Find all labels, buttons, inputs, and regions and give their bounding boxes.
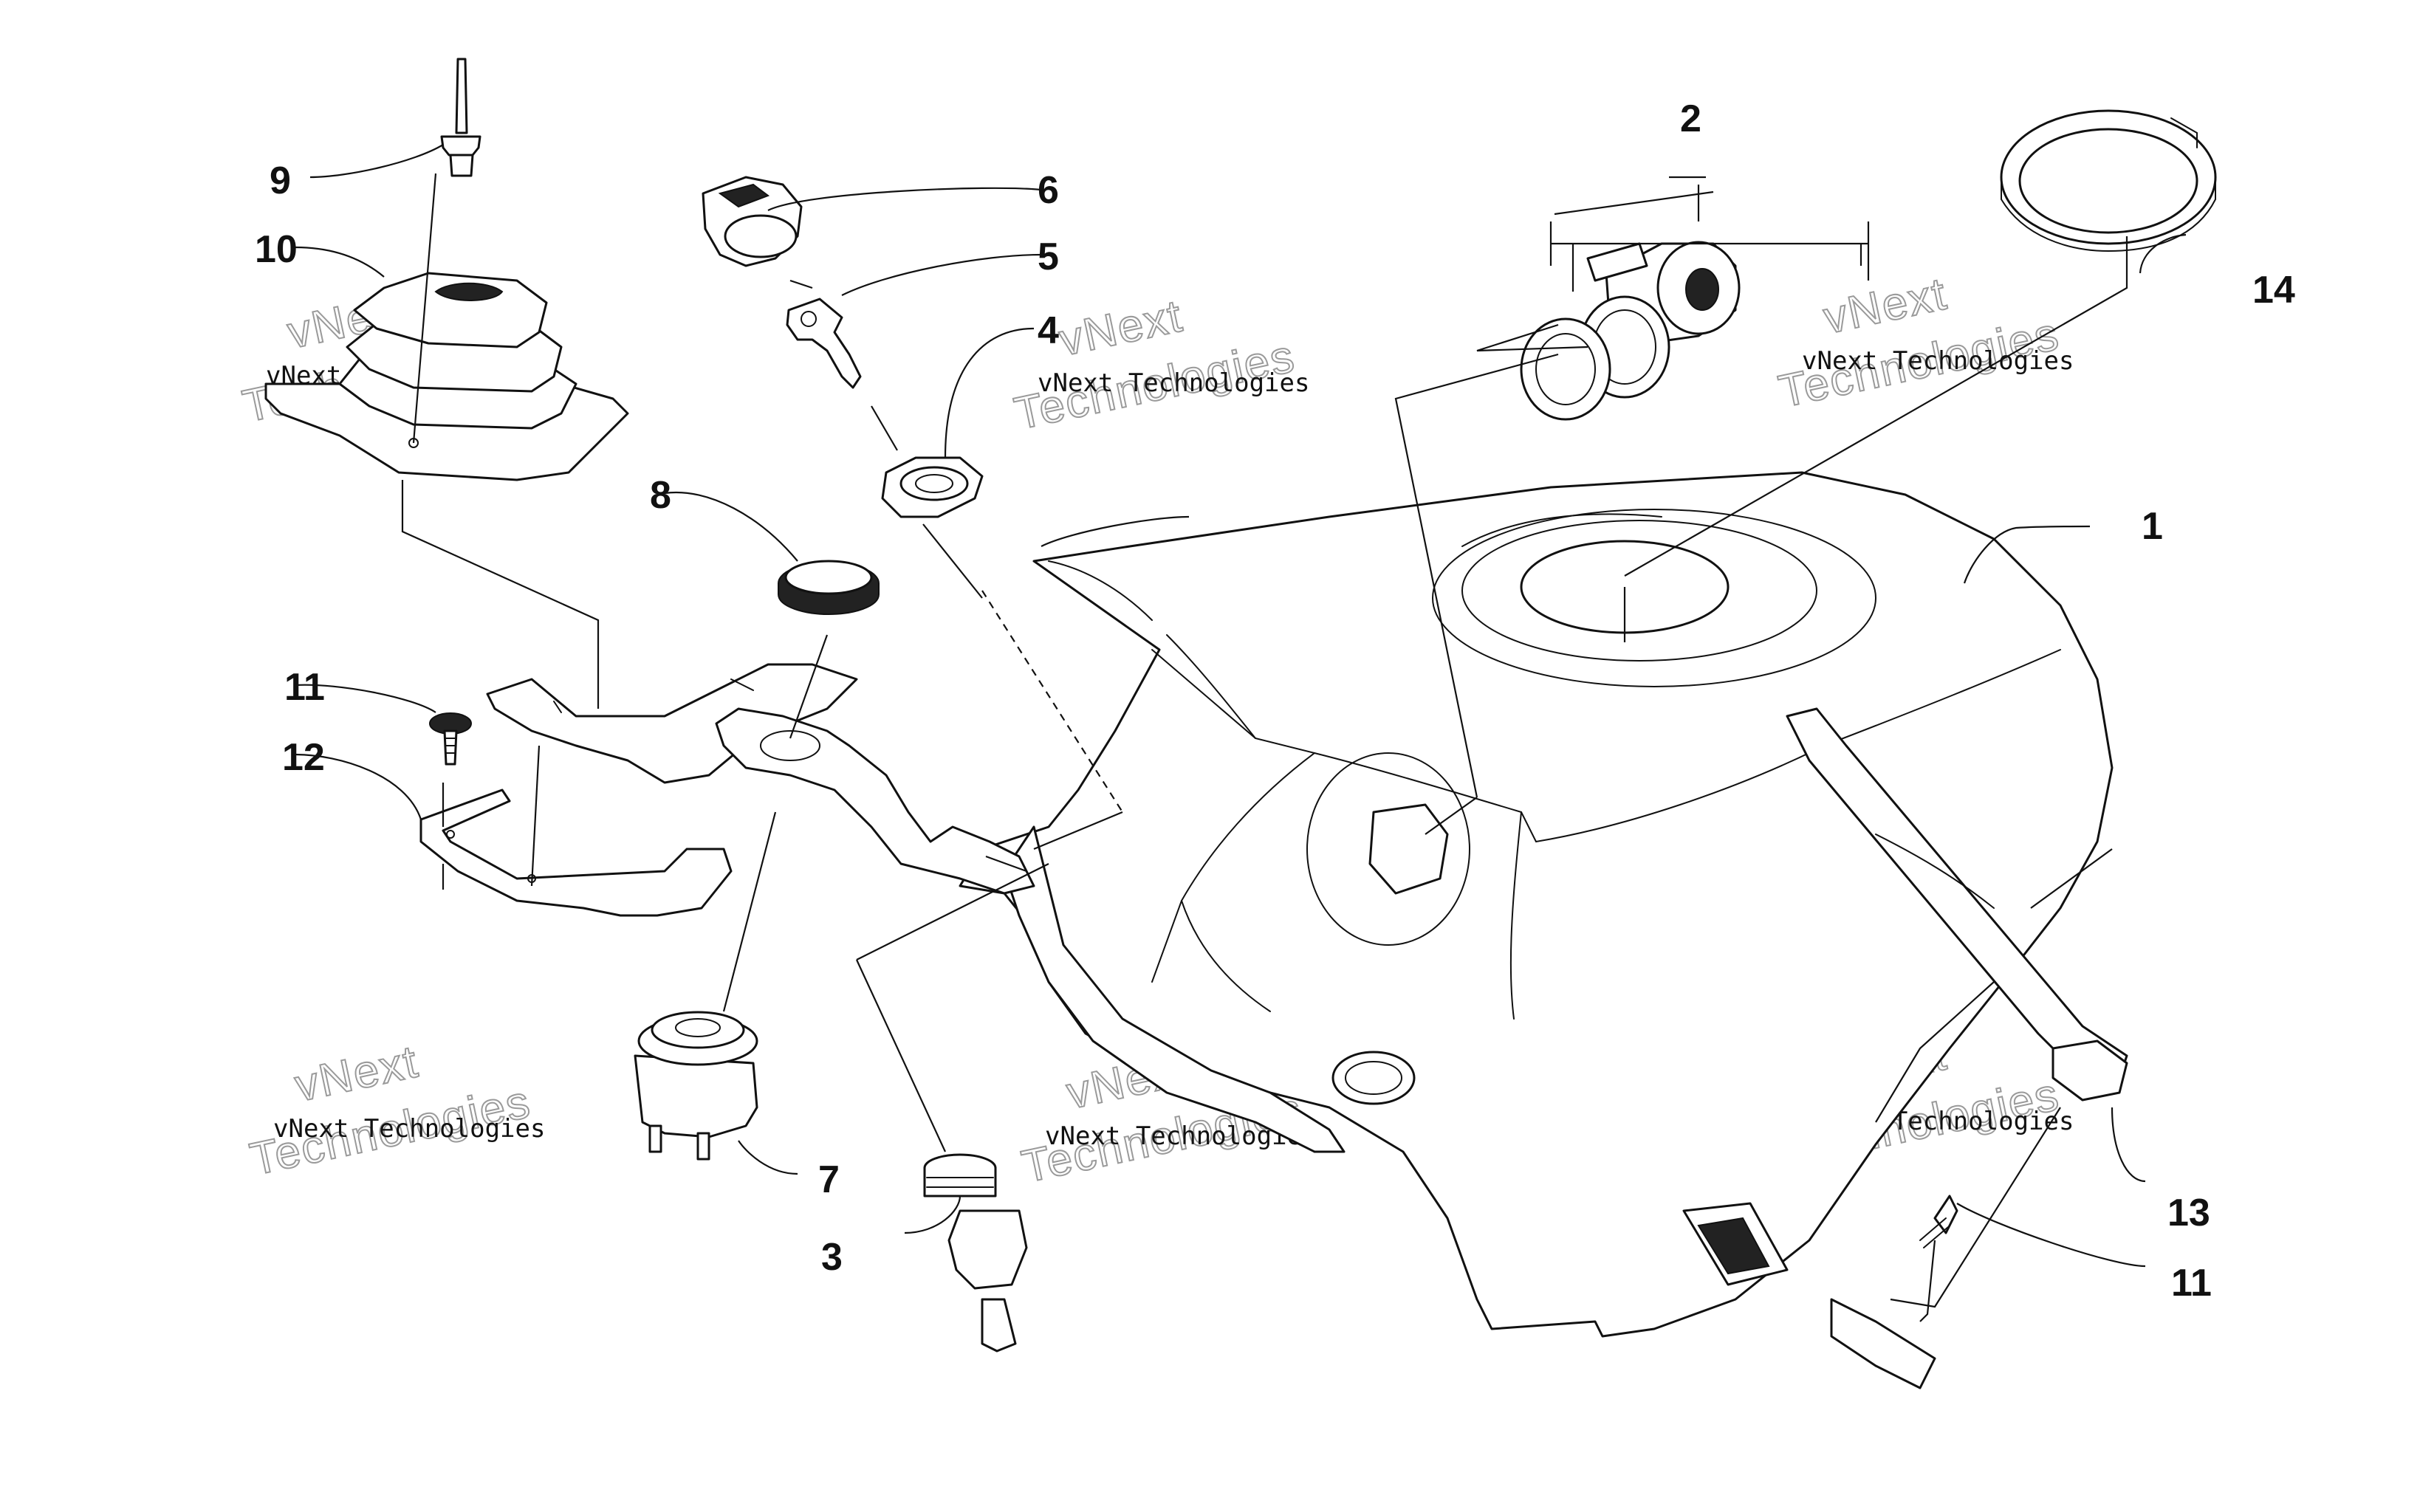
lock-nut [881, 456, 984, 518]
svg-text:vNext Technologies: vNext Technologies [1038, 368, 1309, 398]
callout-5: 5 [1038, 236, 1059, 278]
callout-7: 7 [818, 1158, 840, 1201]
callout-12: 12 [282, 736, 325, 779]
watermark-bottom-left: Technologies vNext vNext Technologies [245, 1035, 546, 1186]
filler-ring [2000, 109, 2217, 252]
callout-9: 9 [270, 159, 291, 202]
callout-8: 8 [650, 474, 671, 517]
callout-11-left: 11 [284, 666, 325, 709]
bracket-plate [419, 788, 733, 917]
callout-labels: 1 2 3 4 5 6 7 8 9 10 11 11 12 13 14 [255, 97, 2295, 1305]
fuel-tank-cover [959, 471, 2128, 1389]
socket-ring [1520, 317, 1611, 421]
callout-1: 1 [2142, 505, 2163, 548]
power-socket-assembly [1579, 241, 1741, 399]
callout-2: 2 [1680, 97, 1701, 140]
leader-lines [295, 144, 2187, 1322]
ignition-bracket [715, 707, 1035, 895]
cap-ring [778, 560, 880, 616]
callout-14: 14 [2252, 269, 2295, 312]
callout-11-right: 11 [2171, 1262, 2212, 1305]
callout-4: 4 [1038, 309, 1059, 352]
callout-10: 10 [255, 228, 298, 271]
rubber-boot [264, 272, 629, 481]
callout-6: 6 [1038, 169, 1059, 212]
svg-text:vNext: vNext [291, 1036, 423, 1112]
watermark-top-right: Technologies vNext vNext Technologies [1774, 267, 2074, 418]
key-fob [702, 176, 803, 267]
screw-left [429, 712, 472, 766]
key [786, 298, 862, 389]
callout-13: 13 [2167, 1192, 2210, 1234]
callout-3: 3 [821, 1236, 843, 1279]
svg-text:vNext: vNext [1820, 268, 1952, 344]
svg-text:vNext Technologies: vNext Technologies [1802, 346, 2074, 376]
screw-right [1919, 1195, 1958, 1248]
pressure-sensor [923, 1153, 1028, 1353]
rivet [440, 58, 481, 177]
rubber-mount [2051, 1040, 2128, 1102]
svg-text:vNext: vNext [1055, 290, 1187, 366]
mounting-bracket [486, 663, 858, 784]
ignition-switch [634, 1011, 758, 1161]
svg-text:vNext Technologies: vNext Technologies [273, 1114, 545, 1144]
